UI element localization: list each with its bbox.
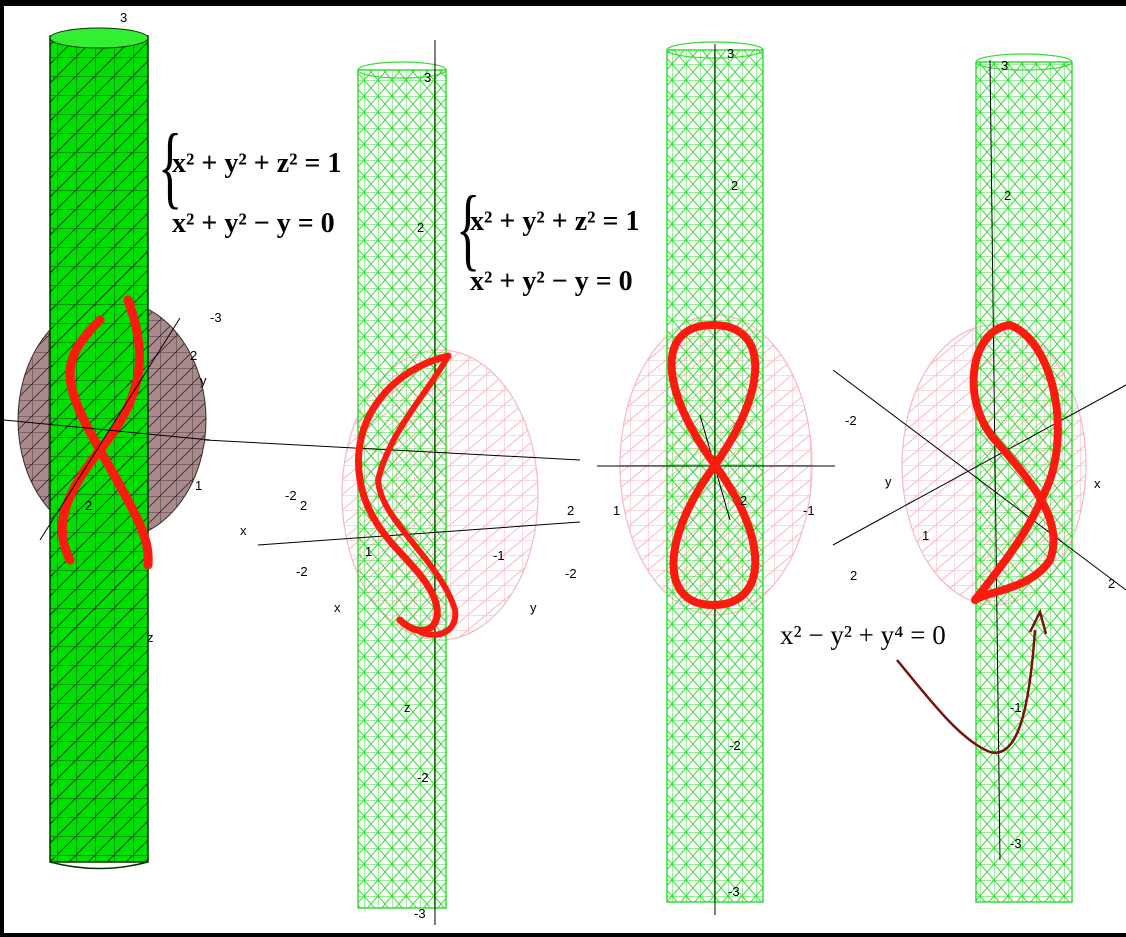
panel-3-tick: 3 xyxy=(727,46,734,61)
panel-2-tick: -2 xyxy=(417,770,429,785)
panel-2-tick: 2 xyxy=(567,503,574,518)
projected-curve-equation: x² − y² + y⁴ = 0 xyxy=(780,620,946,650)
axes xyxy=(832,59,1126,861)
panel-4: 3 2 -2 2 y x 2 1 -1 -3 xyxy=(832,53,1126,903)
curly-brace: { xyxy=(456,177,481,279)
intersection-curve xyxy=(969,321,1062,604)
panel-2-tick: 1 xyxy=(365,544,372,559)
panel-1-tick: 1 xyxy=(195,478,202,493)
intersection-curve-figure-eight xyxy=(667,321,760,609)
panel-4-tick: 3 xyxy=(1001,58,1008,73)
axes xyxy=(3,317,211,541)
axis-label-x: x xyxy=(1094,476,1101,491)
panel-4-tick: 2 xyxy=(850,568,857,583)
axis-label-y: y xyxy=(885,474,892,489)
panel-2-tick: -2 xyxy=(285,488,297,503)
panel-1-tick: 2 xyxy=(190,348,197,363)
panel-4-tick: -1 xyxy=(1010,700,1022,715)
panel-2-tick: -2 xyxy=(565,566,577,581)
equation-sphere: x² + y² + z² = 1 xyxy=(172,148,342,179)
equation-cylinder: x² + y² − y = 0 xyxy=(470,266,633,297)
axis-label-z: z xyxy=(147,630,154,645)
panel-2-tick: 3 xyxy=(424,70,431,85)
panel-2-tick: 2 xyxy=(300,498,307,513)
axis-label-y: y xyxy=(200,373,207,388)
equation-sphere: x² + y² + z² = 1 xyxy=(470,206,640,237)
panel-4-tick: -2 xyxy=(845,413,857,428)
axis-label-x: x xyxy=(240,523,247,538)
panel-4-tick: 1 xyxy=(922,528,929,543)
cylinder-wireframe xyxy=(357,61,447,909)
panel-1: 3 -3 2 1 2 y z xyxy=(3,10,222,870)
panel-3: 3 2 1 2 -1 -2 -3 xyxy=(597,41,835,915)
axis-label-x2: x xyxy=(334,600,341,615)
panel-2: 3 2 -2 2 2 -2 -1 -2 1 x y z -2 x -3 xyxy=(204,40,581,925)
panel-1-tick: -3 xyxy=(210,310,222,325)
panel-4-tick: -3 xyxy=(1010,836,1022,851)
panel-2-tick: -1 xyxy=(493,548,505,563)
axis-label-z: z xyxy=(404,700,411,715)
axes xyxy=(204,40,581,925)
panel-4-tick: 2 xyxy=(1108,576,1115,591)
panel-4-tick: 2 xyxy=(1004,188,1011,203)
panel-2-tick: -3 xyxy=(414,906,426,921)
annotation-arrow xyxy=(896,608,1048,754)
curly-brace: { xyxy=(158,115,183,217)
panel-3-tick: 2 xyxy=(731,178,738,193)
panel-3-tick: 2 xyxy=(740,493,747,508)
equation-cylinder: x² + y² − y = 0 xyxy=(172,208,335,239)
panel-3-tick: -3 xyxy=(728,884,740,899)
panel-1-tick: 3 xyxy=(120,10,127,25)
intersection-curve xyxy=(57,295,153,570)
intersection-curve xyxy=(355,352,459,638)
axis-label-y: y xyxy=(530,600,537,615)
panel-2-tick: 2 xyxy=(417,220,424,235)
panel-3-tick: -2 xyxy=(729,738,741,753)
panel-3-tick: 1 xyxy=(613,503,620,518)
panel-1-tick: 2 xyxy=(85,498,92,513)
panel-3-tick: -1 xyxy=(803,503,815,518)
panel-2-tick: -2 xyxy=(296,564,308,579)
